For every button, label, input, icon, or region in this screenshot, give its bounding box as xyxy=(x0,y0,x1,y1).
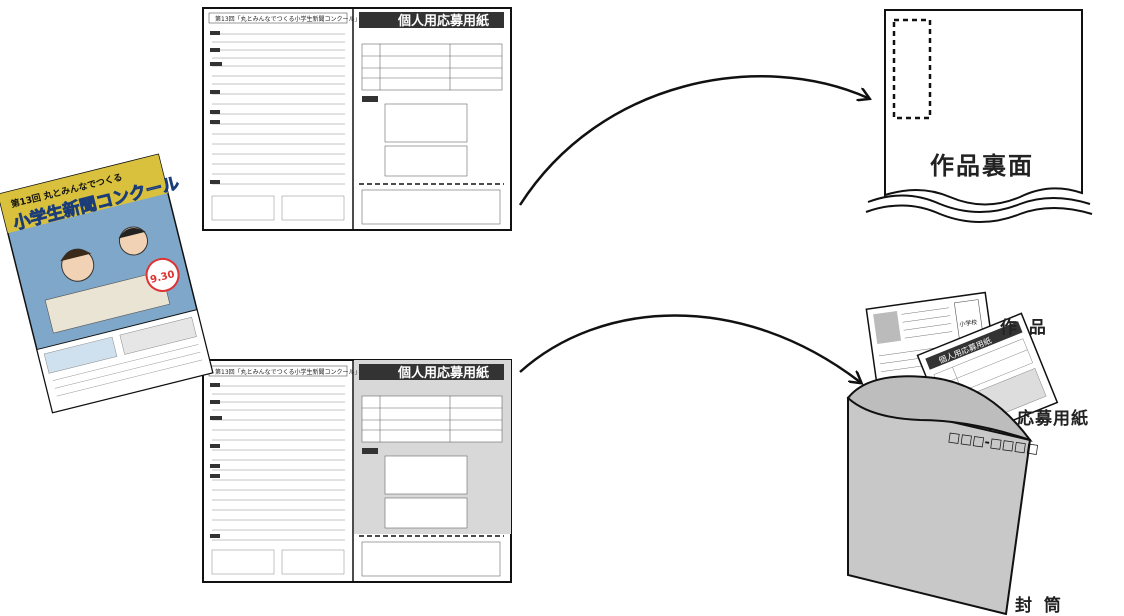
contest-flyer: 第13回 丸とみんなでつくる 小学生新聞コンクール 9.30 xyxy=(0,153,214,414)
guideline-sheet-top: 第13回「丸とみんなでつくる小学生新聞コンクール」募集要項 個人用応募用紙 xyxy=(202,7,512,231)
work-label: 作 品 xyxy=(1000,318,1049,338)
sheet-bottom-right-title: 個人用応募用紙 xyxy=(397,365,489,381)
newspaper-title: 小学校 xyxy=(959,318,978,328)
work-back-panel xyxy=(865,9,1093,223)
guideline-sheet-bottom: 第13回「丸とみんなでつくる小学生新聞コンクール」募集要項 個人用応募用紙 xyxy=(202,359,512,583)
envelope-stack: 小学校 個人用応募用紙 □□□-□□□□ xyxy=(846,291,1059,615)
work-back-label: 作品裏面 xyxy=(930,152,1034,180)
sheet-top-right-title: 個人用応募用紙 xyxy=(397,13,489,29)
application-form-label: 応募用紙 xyxy=(1017,409,1089,429)
arrow-bottom xyxy=(519,314,860,383)
sheet-bottom-left-title: 第13回「丸とみんなでつくる小学生新聞コンクール」募集要項 xyxy=(215,368,385,376)
arrow-top xyxy=(518,75,868,206)
envelope-label: 封 筒 xyxy=(1015,596,1064,616)
sheet-top-left-title: 第13回「丸とみんなでつくる小学生新聞コンクール」募集要項 xyxy=(215,15,385,23)
